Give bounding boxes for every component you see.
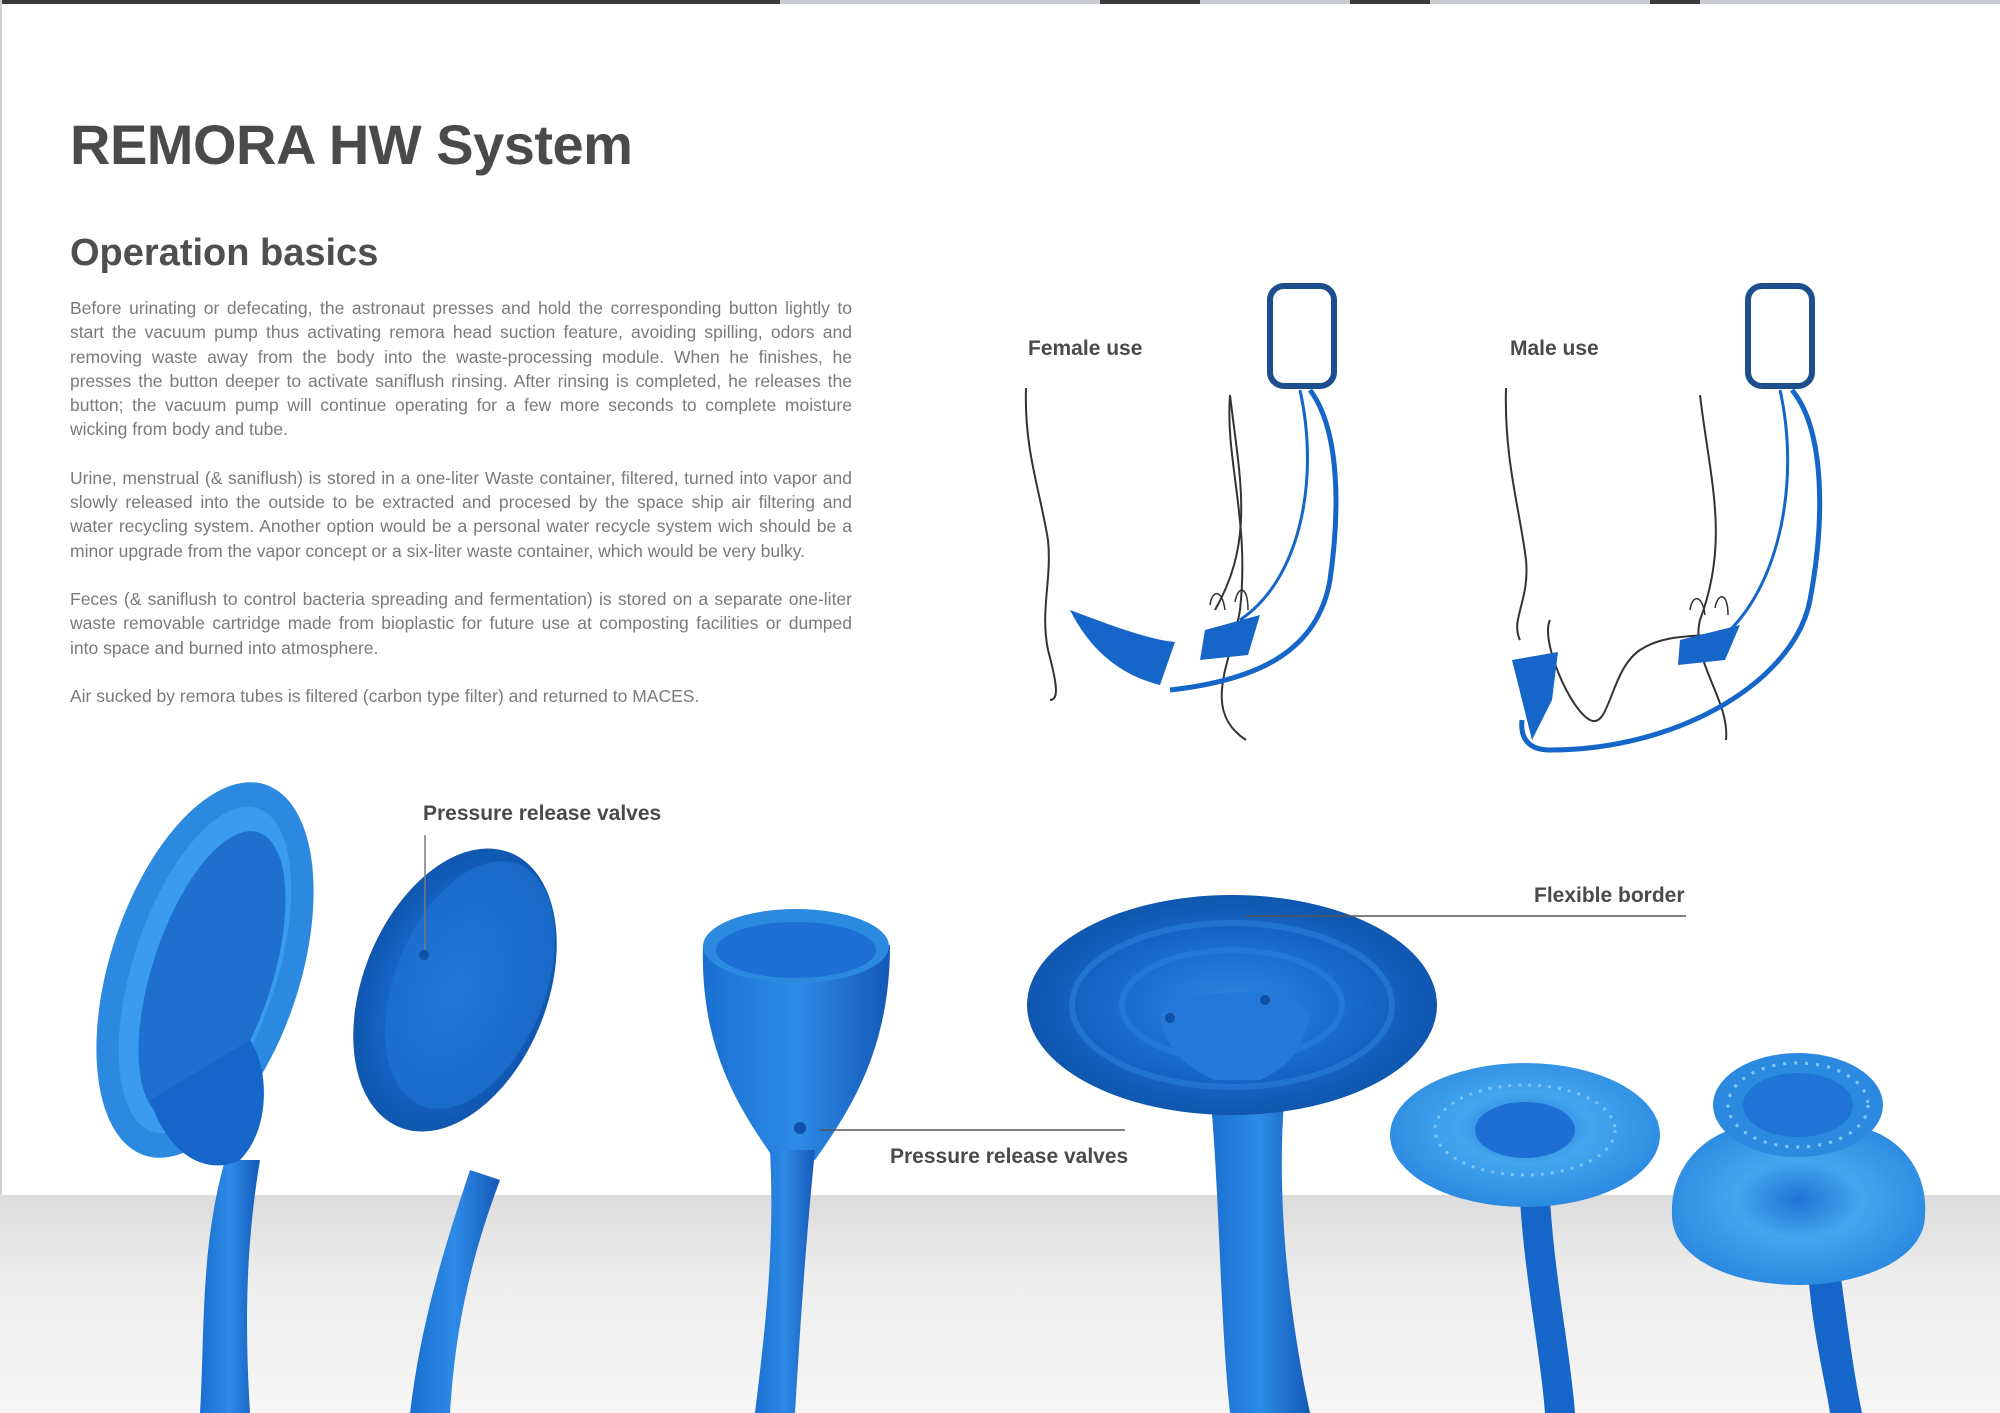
paragraph-feces-storage: Feces (& saniflush to control bacteria s… — [70, 588, 852, 658]
paragraph-urine-storage: Urine, menstrual (& saniflush) is stored… — [70, 467, 852, 561]
male-use-label: Male use — [1510, 337, 1599, 360]
paragraph-air-filter: Air sucked by remora tubes is filtered (… — [70, 685, 700, 706]
left-border — [0, 0, 2, 1413]
pressure-release-valves-label-top: Pressure release valves — [423, 802, 662, 825]
paragraph-operation: Before urinating or defecating, the astr… — [70, 298, 852, 440]
top-border — [0, 0, 2000, 4]
remora-head-small-disk — [1390, 1063, 1660, 1413]
flexible-border-label: Flexible border — [1534, 884, 1685, 907]
remora-head-closed-oval — [353, 848, 557, 1413]
waste-container-icon — [1745, 283, 1815, 389]
remora-head-stacked-cone — [1671, 1053, 1926, 1413]
male-use-diagram — [1480, 280, 1860, 780]
page-title: REMORA HW System — [70, 113, 633, 176]
remora-head-large-disk — [1027, 895, 1437, 1413]
remora-head-cup — [702, 909, 890, 1413]
section-heading: Operation basics — [70, 232, 379, 274]
body-text: Before urinating or defecating, the astr… — [70, 296, 852, 732]
waste-container-icon — [1267, 283, 1337, 389]
female-use-diagram — [1000, 280, 1380, 760]
remora-head-open-oval — [96, 782, 314, 1413]
female-use-label: Female use — [1028, 337, 1143, 360]
pressure-release-valves-label-bottom: Pressure release valves — [890, 1145, 1129, 1168]
floor-shadow — [0, 1195, 2000, 1413]
